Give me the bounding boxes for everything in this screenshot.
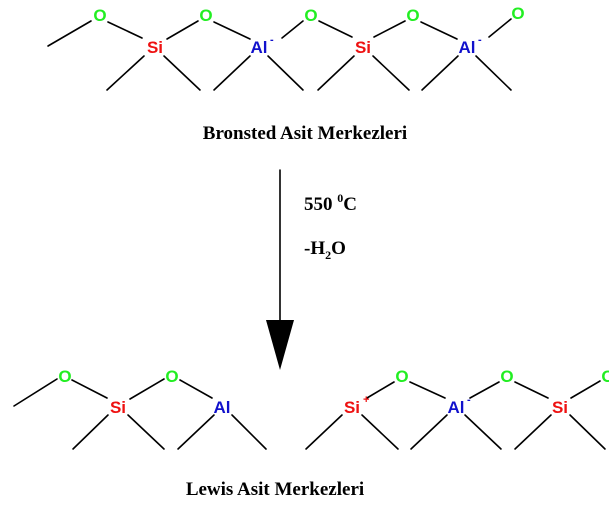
lewis-structure-right: Si + O Al - O Si O bbox=[305, 367, 609, 450]
silicon-atom: Si bbox=[147, 38, 163, 57]
negative-charge: - bbox=[467, 394, 471, 406]
bond bbox=[514, 381, 549, 399]
bond bbox=[469, 381, 500, 399]
bond bbox=[464, 414, 502, 450]
oxygen-atom: O bbox=[511, 4, 524, 23]
bond bbox=[317, 55, 355, 91]
aluminium-atom: Al bbox=[214, 398, 231, 417]
bond bbox=[366, 381, 395, 399]
temperature-value: 550 bbox=[304, 194, 337, 215]
lewis-caption: Lewis Asit Merkezleri bbox=[186, 479, 364, 500]
bond bbox=[421, 55, 459, 91]
oxygen-atom: O bbox=[165, 367, 178, 386]
bond bbox=[420, 21, 458, 40]
lewis-structure-left: O Si O Al bbox=[13, 367, 267, 450]
bond bbox=[163, 55, 201, 91]
temperature-condition: 550 0C bbox=[304, 191, 357, 215]
bond bbox=[514, 414, 552, 450]
bond bbox=[106, 55, 145, 91]
silicon-atom: Si bbox=[110, 398, 126, 417]
bond bbox=[281, 20, 304, 39]
arrow-head bbox=[266, 320, 294, 370]
water-subscript: 2 bbox=[325, 248, 331, 262]
bond bbox=[127, 414, 165, 450]
bond bbox=[409, 381, 446, 399]
bronsted-structure: O Si O Al - O Si O Al - O bbox=[47, 4, 525, 91]
bond bbox=[179, 379, 213, 399]
silicon-atom: Si bbox=[552, 398, 568, 417]
aluminium-atom: Al bbox=[459, 38, 476, 57]
oxygen-atom: O bbox=[500, 367, 513, 386]
degree-superscript: 0 bbox=[337, 191, 343, 205]
silicon-atom: Si bbox=[344, 398, 360, 417]
bond bbox=[177, 414, 215, 450]
oxygen-atom: O bbox=[93, 6, 106, 25]
temperature-unit: C bbox=[343, 194, 357, 215]
bond bbox=[166, 20, 199, 40]
bond bbox=[13, 378, 58, 407]
bond bbox=[570, 380, 601, 399]
aluminium-atom: Al bbox=[448, 398, 465, 417]
bond bbox=[488, 18, 512, 38]
aluminium-atom: Al bbox=[251, 38, 268, 57]
oxygen-atom: O bbox=[395, 367, 408, 386]
water-prefix: -H bbox=[304, 238, 325, 259]
oxygen-atom: O bbox=[58, 367, 71, 386]
negative-charge: - bbox=[478, 34, 482, 46]
oxygen-atom: O bbox=[406, 6, 419, 25]
bond bbox=[129, 378, 165, 400]
bond bbox=[213, 21, 251, 40]
reaction-arrow bbox=[266, 169, 294, 370]
negative-charge: - bbox=[270, 34, 274, 46]
bond bbox=[71, 379, 108, 399]
silicon-atom: Si bbox=[355, 38, 371, 57]
oxygen-atom: O bbox=[304, 6, 317, 25]
bond bbox=[361, 414, 399, 450]
bond bbox=[213, 55, 251, 91]
bond bbox=[410, 414, 448, 450]
bond bbox=[372, 55, 410, 91]
bond bbox=[267, 55, 304, 91]
bond bbox=[373, 20, 406, 38]
bond bbox=[107, 21, 143, 39]
water-loss-condition: -H2O bbox=[304, 238, 346, 262]
bond bbox=[231, 414, 267, 450]
bond bbox=[475, 55, 512, 91]
positive-charge: + bbox=[363, 394, 369, 406]
water-suffix: O bbox=[331, 238, 346, 259]
bond bbox=[318, 20, 353, 38]
oxygen-atom: O bbox=[601, 367, 609, 386]
bronsted-caption: Bronsted Asit Merkezleri bbox=[203, 123, 407, 144]
oxygen-atom: O bbox=[199, 6, 212, 25]
bond bbox=[72, 414, 109, 450]
bond bbox=[47, 20, 92, 47]
bond bbox=[569, 414, 606, 450]
bond bbox=[305, 414, 343, 450]
